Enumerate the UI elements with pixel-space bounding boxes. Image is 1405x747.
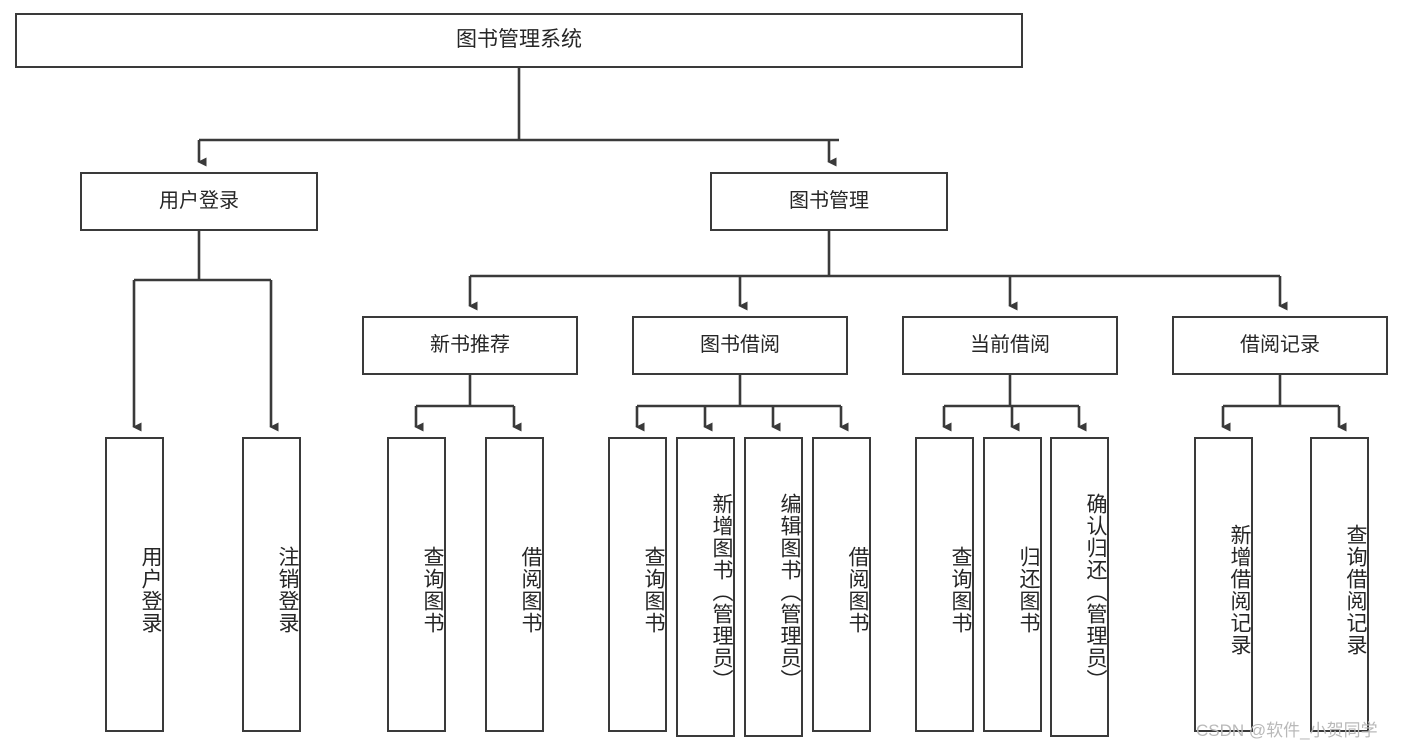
edges-book-manage xyxy=(468,231,1288,311)
edges-user-login xyxy=(132,231,279,432)
node-label: 新书推荐 xyxy=(430,333,510,356)
edges-borrow xyxy=(635,375,849,432)
node-label: 用户登录 xyxy=(139,545,162,634)
node-label: 新增借阅记录 xyxy=(1228,523,1251,656)
node-label: 借阅记录 xyxy=(1240,333,1320,356)
leaf-add-book-admin[interactable]: 新增图书（管理员） xyxy=(676,437,735,737)
node-label: 新增图书（管理员） xyxy=(710,493,733,691)
leaf-borrow-book-recommend[interactable]: 借阅图书 xyxy=(485,437,544,732)
csdn-watermark: CSDN @软件_小贺同学 xyxy=(1196,721,1378,740)
node-label: 注销登录 xyxy=(276,545,299,634)
leaf-user-login[interactable]: 用户登录 xyxy=(105,437,164,732)
node-book-management[interactable]: 图书管理 xyxy=(710,172,948,231)
leaf-return-book[interactable]: 归还图书 xyxy=(983,437,1042,732)
node-label: 查询图书 xyxy=(642,545,665,634)
node-label: 当前借阅 xyxy=(970,333,1050,356)
leaf-borrow-book[interactable]: 借阅图书 xyxy=(812,437,871,732)
node-label: 归还图书 xyxy=(1017,545,1040,634)
edges-root xyxy=(197,68,839,167)
node-label: 查询图书 xyxy=(949,545,972,634)
node-label: 图书借阅 xyxy=(700,333,780,356)
leaf-query-book-borrow[interactable]: 查询图书 xyxy=(608,437,667,732)
node-label: 用户登录 xyxy=(159,189,239,212)
node-label: 确认归还（管理员） xyxy=(1084,493,1107,691)
leaf-confirm-return-admin[interactable]: 确认归还（管理员） xyxy=(1050,437,1109,737)
node-borrow-records[interactable]: 借阅记录 xyxy=(1172,316,1388,375)
leaf-edit-book-admin[interactable]: 编辑图书（管理员） xyxy=(744,437,803,737)
node-root-system[interactable]: 图书管理系统 xyxy=(15,13,1023,68)
leaf-add-borrow-record[interactable]: 新增借阅记录 xyxy=(1194,437,1253,732)
node-label: 图书管理系统 xyxy=(456,28,582,52)
node-label: 图书管理 xyxy=(789,189,869,212)
node-current-borrow[interactable]: 当前借阅 xyxy=(902,316,1118,375)
node-book-borrow[interactable]: 图书借阅 xyxy=(632,316,848,375)
leaf-logout[interactable]: 注销登录 xyxy=(242,437,301,732)
edges-borrow-records xyxy=(1221,375,1347,432)
node-label: 借阅图书 xyxy=(846,545,869,634)
node-label: 查询图书 xyxy=(421,545,444,634)
node-label: 借阅图书 xyxy=(519,545,542,634)
node-user-login[interactable]: 用户登录 xyxy=(80,172,318,231)
node-label: 查询借阅记录 xyxy=(1344,523,1367,656)
edges-current-borrow xyxy=(942,375,1087,432)
edges-new-book xyxy=(414,375,522,432)
leaf-query-book-recommend[interactable]: 查询图书 xyxy=(387,437,446,732)
node-new-book-recommend[interactable]: 新书推荐 xyxy=(362,316,578,375)
node-label: 编辑图书（管理员） xyxy=(778,493,801,691)
leaf-query-book-current[interactable]: 查询图书 xyxy=(915,437,974,732)
leaf-query-borrow-record[interactable]: 查询借阅记录 xyxy=(1310,437,1369,732)
